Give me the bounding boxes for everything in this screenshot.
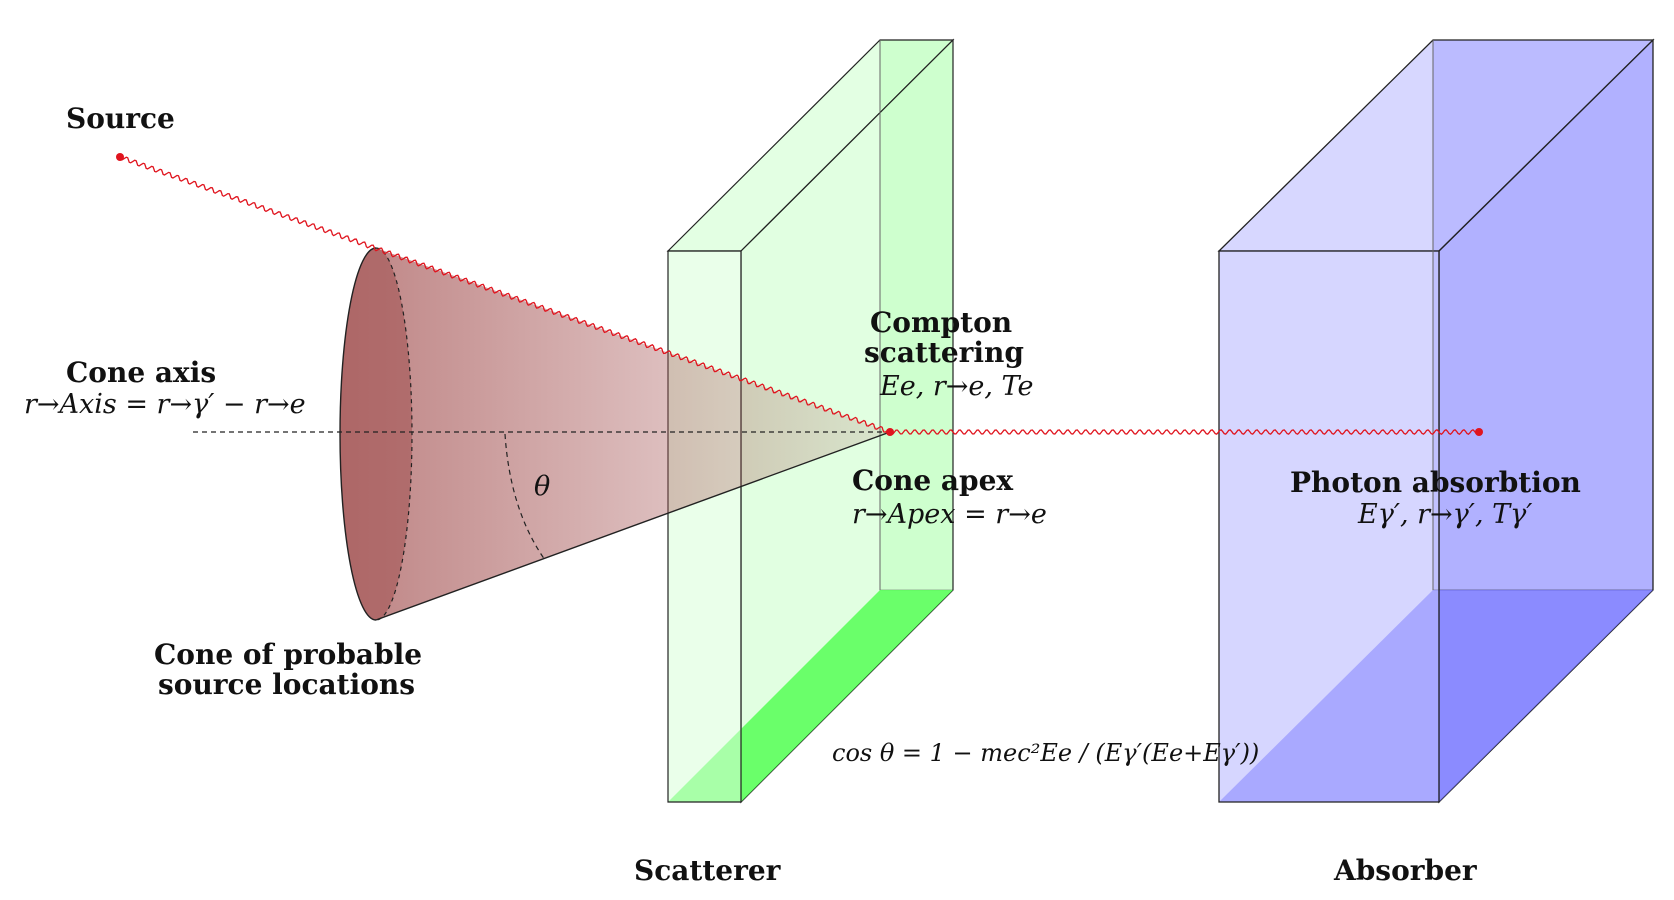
scatterer-label: Scatterer (634, 854, 781, 887)
photon-variables: Eγ′, r→γ′, Tγ′ (1358, 499, 1533, 530)
scattered-photon-path (889, 429, 1480, 435)
cone-locations-line1: Cone of probable (154, 638, 423, 671)
source-point-icon (116, 153, 124, 161)
compton-title-line2: scattering (864, 336, 1024, 369)
theta-angle-arc (504, 433, 546, 561)
scatterer-front-face (667, 250, 742, 803)
photon-absorption-title: Photon absorbtion (1290, 466, 1581, 499)
theta-label: θ (534, 471, 551, 502)
absorption-point-icon (1475, 428, 1483, 436)
incoming-photon-path (119, 156, 891, 433)
compton-formula: cos θ = 1 − mec²Ee / (Eγ′(Ee+Eγ′)) (832, 739, 1260, 767)
cone-locations-line2: source locations (158, 668, 416, 701)
cone-axis-formula: r→Axis = r→γ′ − r→e (24, 389, 306, 420)
cone-of-probable-source-locations (339, 247, 891, 621)
compton-title-line1: Compton (870, 306, 1013, 339)
cone-base-ellipse (340, 248, 412, 620)
absorber-box (1217, 38, 1655, 804)
compton-variables: Ee, r→e, Te (880, 371, 1034, 402)
absorber-front-face (1218, 250, 1440, 803)
cone-apex-title: Cone apex (852, 464, 1014, 497)
cone-axis-title: Cone axis (66, 356, 217, 389)
cone-apex-formula: r→Apex = r→e (852, 499, 1047, 530)
source-label: Source (66, 102, 175, 135)
interaction-point-icon (886, 428, 894, 436)
cone-body (340, 248, 890, 620)
scatterer-slab (666, 38, 955, 804)
absorber-label: Absorber (1334, 854, 1477, 887)
